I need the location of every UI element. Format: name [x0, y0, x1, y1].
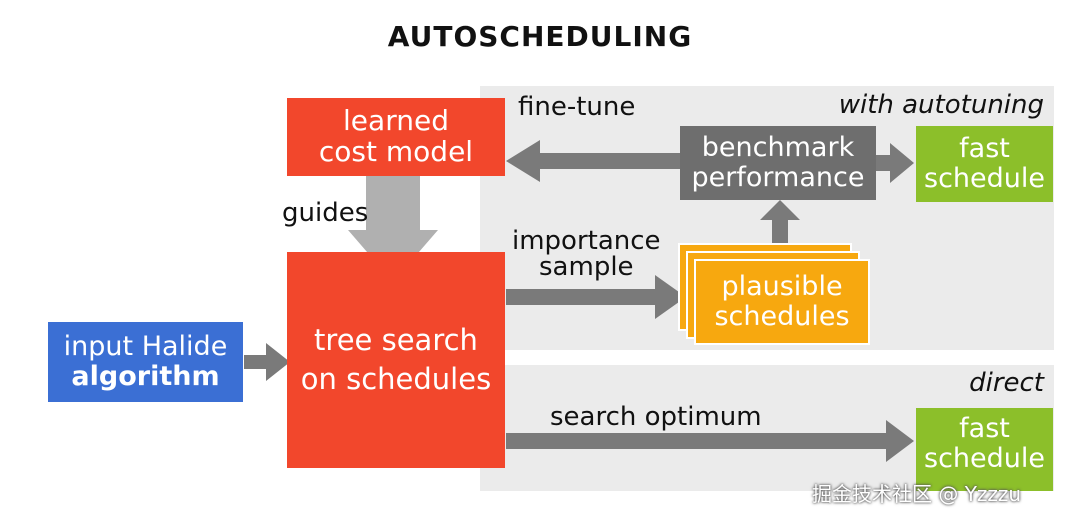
benchmark-box: benchmark performance: [680, 126, 876, 200]
fast-bottom-line2: schedule: [924, 442, 1045, 474]
fast-schedule-bottom-box: fast schedule: [916, 408, 1053, 491]
input-arrow: [244, 343, 290, 381]
cost-model-line1: learned: [343, 104, 449, 138]
fast-top-line1: fast: [959, 133, 1010, 165]
fine-tune-label: fine-tune: [518, 92, 636, 122]
tree-search-line2: on schedules: [300, 362, 492, 396]
search-optimum-arrow: [506, 420, 914, 462]
tree-search-line1: tree search: [314, 322, 478, 357]
direct-label: direct: [969, 368, 1044, 398]
plausible-to-benchmark-arrow: [760, 200, 800, 243]
plausible-schedules-box: plausible schedules: [694, 259, 870, 345]
importance-line2: sample: [539, 252, 634, 282]
autotuning-label: with autotuning: [838, 90, 1044, 120]
benchmark-line1: benchmark: [701, 132, 855, 164]
fast-schedule-top-box: fast schedule: [916, 126, 1053, 202]
watermark: 掘金技术社区 @ Yzzzu: [812, 482, 1022, 506]
guides-label: guides: [282, 198, 369, 228]
fast-bottom-line1: fast: [959, 413, 1010, 444]
input-line2: algorithm: [71, 361, 220, 392]
diagram-title: AUTOSCHEDULING: [387, 20, 693, 53]
search-optimum-label: search optimum: [550, 402, 762, 432]
plausible-line2: schedules: [714, 301, 850, 332]
benchmark-line2: performance: [691, 162, 865, 193]
plausible-line1: plausible: [721, 271, 843, 303]
cost-model-line2: cost model: [318, 135, 474, 168]
fine-tune-arrow: [506, 140, 680, 182]
fast-top-line2: schedule: [924, 163, 1045, 194]
input-algorithm-box: input Halide algorithm: [48, 322, 243, 402]
cost-model-box: learned cost model: [287, 98, 505, 176]
benchmark-to-fast-arrow: [876, 143, 914, 183]
input-line1: input Halide: [63, 331, 228, 363]
importance-line1: importance: [512, 226, 661, 256]
tree-search-box: tree search on schedules: [287, 252, 505, 468]
importance-sample-label: importance sample: [512, 228, 661, 280]
importance-sample-arrow: [506, 275, 686, 319]
